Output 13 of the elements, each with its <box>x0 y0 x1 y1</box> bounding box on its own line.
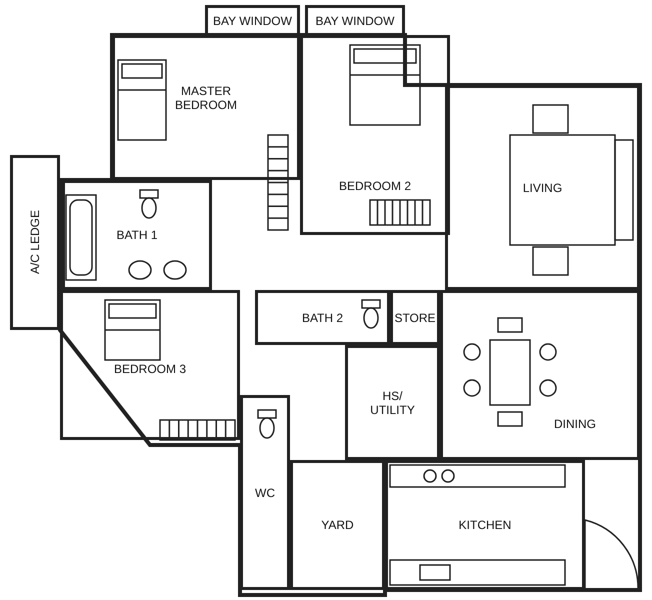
room-outline <box>390 290 440 345</box>
room-outline <box>300 35 450 235</box>
room-outline <box>385 460 585 590</box>
room-outline <box>255 290 390 345</box>
room-outline <box>112 35 300 180</box>
room-outline <box>445 85 640 290</box>
room-outline <box>60 290 240 440</box>
room-outline <box>345 345 440 460</box>
room-outline <box>290 460 385 590</box>
room-outline <box>240 395 290 590</box>
room-outline <box>440 290 640 460</box>
room-outline <box>62 180 212 290</box>
ac-ledge <box>10 155 60 330</box>
